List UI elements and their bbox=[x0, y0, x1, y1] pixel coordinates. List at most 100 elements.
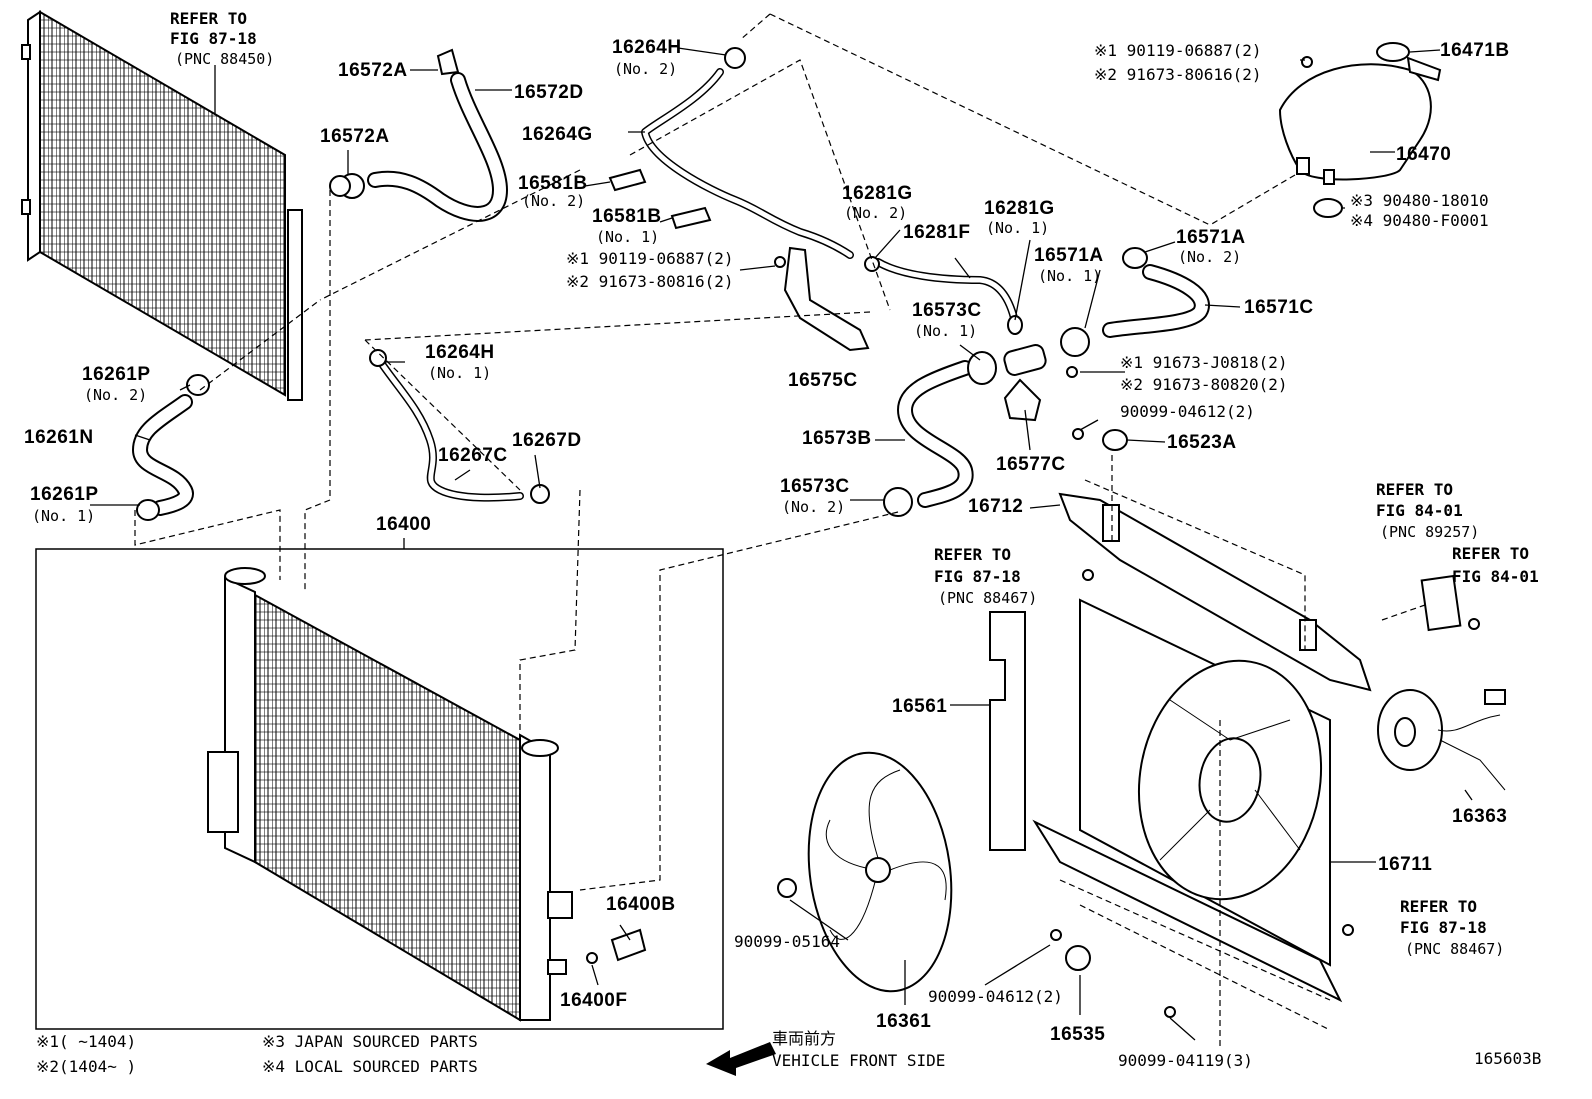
label-16571C: 16571C bbox=[1244, 297, 1314, 318]
label-16400B: 16400B bbox=[606, 894, 676, 915]
label-16261P-2-sub: (No. 2) bbox=[84, 386, 147, 404]
label-16575C: 16575C bbox=[788, 370, 858, 391]
fan-16361 bbox=[807, 751, 953, 993]
vehicle-front-arrow-icon bbox=[706, 1042, 776, 1076]
label-16261P-2: 16261P bbox=[82, 364, 151, 385]
label-16571A-1-sub: (No. 1) bbox=[1038, 267, 1101, 285]
label-16261P-1-sub: (No. 1) bbox=[32, 507, 95, 525]
ref-bottom-l3: (PNC 88467) bbox=[1405, 940, 1504, 958]
label-16571A-1: 16571A bbox=[1034, 245, 1104, 266]
hose-16573B bbox=[883, 351, 997, 517]
label-16470: 16470 bbox=[1396, 144, 1451, 165]
ref-relay-l1: REFER TO bbox=[1376, 480, 1453, 499]
label-16581B-2-sub: (No. 2) bbox=[522, 192, 585, 210]
label-16267C: 16267C bbox=[438, 445, 508, 466]
reference-labels: REFER TO FIG 87-18 (PNC 88450) REFER TO … bbox=[170, 9, 1539, 958]
radiator-illustration bbox=[35, 548, 724, 1030]
seal-16561 bbox=[989, 611, 1026, 851]
label-16267D: 16267D bbox=[512, 430, 582, 451]
label-16264H-mid-sub: (No. 1) bbox=[428, 364, 491, 382]
ref-bottom-l1: REFER TO bbox=[1400, 897, 1477, 916]
pipe-16577C bbox=[1003, 344, 1047, 422]
ref-sensor-l1: REFER TO bbox=[934, 545, 1011, 564]
label-bolt-c: 90099-04612(2) bbox=[1120, 402, 1255, 421]
label-16281F: 16281F bbox=[903, 222, 970, 243]
label-16573C-1: 16573C bbox=[912, 300, 982, 321]
fan-shroud-16711 bbox=[1032, 598, 1343, 1003]
clamps-16581B bbox=[608, 168, 712, 230]
cap-16523A-icon bbox=[1102, 429, 1128, 451]
label-cushion-4: ※4 90480-F0001 bbox=[1350, 211, 1489, 230]
cushion-icon bbox=[1313, 198, 1343, 218]
label-16572D: 16572D bbox=[514, 82, 584, 103]
label-bolt-a2: ※2 91673-80816(2) bbox=[566, 272, 734, 291]
footnote-4: ※4 LOCAL SOURCED PARTS bbox=[262, 1057, 478, 1076]
label-16363: 16363 bbox=[1452, 806, 1507, 827]
part-number-labels: 16572A 16572D 16572A 16264H (No. 2) 1626… bbox=[24, 37, 1510, 1070]
ref-sensor-l2: FIG 87-18 bbox=[934, 567, 1021, 586]
ref-condenser-l1: REFER TO bbox=[170, 9, 247, 28]
label-90099-05164: 90099-05164 bbox=[734, 932, 840, 951]
label-16400: 16400 bbox=[376, 514, 431, 535]
vehicle-front-en: VEHICLE FRONT SIDE bbox=[772, 1051, 945, 1070]
label-16573C-1-sub: (No. 1) bbox=[914, 322, 977, 340]
label-16572A: 16572A bbox=[320, 126, 390, 147]
label-16261P-1: 16261P bbox=[30, 484, 99, 505]
footnote-2: ※2(1404~ ) bbox=[36, 1057, 136, 1076]
vehicle-front-jp: 車両前方 bbox=[772, 1029, 836, 1048]
label-16571A-2: 16571A bbox=[1176, 227, 1246, 248]
bracket-16575C bbox=[774, 246, 870, 352]
diagram-code: 165603B bbox=[1474, 1049, 1541, 1068]
ref-relay-l3: (PNC 89257) bbox=[1380, 523, 1479, 541]
footnote-1: ※1( ~1404) bbox=[36, 1032, 136, 1051]
label-16573B: 16573B bbox=[802, 428, 872, 449]
ref-condenser-l2: FIG 87-18 bbox=[170, 29, 257, 48]
label-cushion-3: ※3 90480-18010 bbox=[1350, 191, 1489, 210]
label-bolt-b2: ※2 91673-80820(2) bbox=[1120, 375, 1288, 394]
footnote-3: ※3 JAPAN SOURCED PARTS bbox=[262, 1032, 478, 1051]
label-16581B-1-sub: (No. 1) bbox=[596, 228, 659, 246]
ref-bottom-l2: FIG 87-18 bbox=[1400, 918, 1487, 937]
radiator-group-box bbox=[35, 548, 724, 1030]
label-16264H-mid: 16264H bbox=[425, 342, 495, 363]
label-16264H-top: 16264H bbox=[612, 37, 682, 58]
hose-16571C bbox=[1060, 247, 1210, 357]
label-16573C-2: 16573C bbox=[780, 476, 850, 497]
condenser-illustration bbox=[21, 10, 303, 401]
label-16581B-1: 16581B bbox=[592, 206, 662, 227]
hose-16261N bbox=[132, 374, 210, 521]
ref-condenser-l3: (PNC 88450) bbox=[175, 50, 274, 68]
label-16471B: 16471B bbox=[1440, 40, 1510, 61]
label-bolt-b1: ※1 91673-J0818(2) bbox=[1120, 353, 1288, 372]
label-16581B-2: 16581B bbox=[518, 173, 588, 194]
hose-16264G bbox=[641, 47, 854, 259]
label-16711: 16711 bbox=[1378, 854, 1432, 875]
label-16261N: 16261N bbox=[24, 427, 94, 448]
fan-motor-16363 bbox=[1377, 689, 1506, 791]
footnotes: ※1( ~1404) ※2(1404~ ) ※3 JAPAN SOURCED P… bbox=[36, 1029, 1541, 1076]
label-16361: 16361 bbox=[876, 1011, 931, 1032]
ref-relay-l2: FIG 84-01 bbox=[1376, 501, 1463, 520]
label-16535: 16535 bbox=[1050, 1024, 1105, 1045]
label-tank-bolt-1: ※1 90119-06887(2) bbox=[1094, 41, 1262, 60]
label-16281G-1: 16281G bbox=[984, 198, 1055, 219]
ref-sensor-l3: (PNC 88467) bbox=[938, 589, 1037, 607]
label-tank-bolt-2: ※2 91673-80616(2) bbox=[1094, 65, 1262, 84]
dashed-leaders bbox=[134, 13, 1426, 1050]
label-bolt-a1: ※1 90119-06887(2) bbox=[566, 249, 734, 268]
label-16561: 16561 bbox=[892, 696, 947, 717]
label-16281G-2-sub: (No. 2) bbox=[844, 204, 907, 222]
label-16264G: 16264G bbox=[522, 124, 593, 145]
relay-icon bbox=[1420, 574, 1462, 632]
label-16572A-top: 16572A bbox=[338, 60, 408, 81]
label-90099-04119: 90099-04119(3) bbox=[1118, 1051, 1253, 1070]
label-16281G-1-sub: (No. 1) bbox=[986, 219, 1049, 237]
label-16712: 16712 bbox=[968, 496, 1023, 517]
label-16281G-2: 16281G bbox=[842, 183, 913, 204]
support-16712 bbox=[1058, 492, 1372, 692]
ref-relay-bolt-l1: REFER TO bbox=[1452, 544, 1529, 563]
label-16264H-top-sub: (No. 2) bbox=[614, 60, 677, 78]
ref-relay-bolt-l2: FIG 84-01 bbox=[1452, 567, 1539, 586]
label-16577C: 16577C bbox=[996, 454, 1066, 475]
